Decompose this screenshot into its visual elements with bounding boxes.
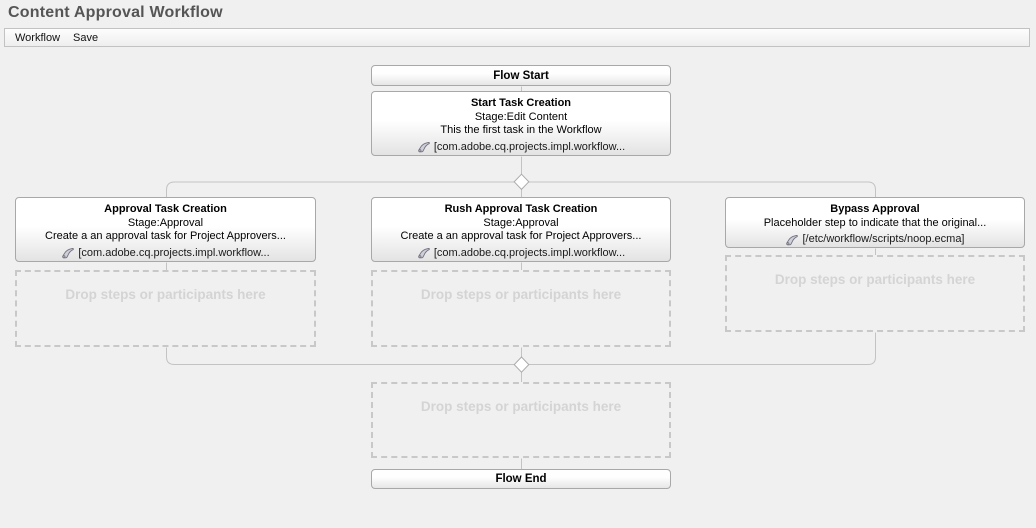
dropzone-branch-approval[interactable]: Drop steps or participants here	[15, 270, 316, 347]
dropzone-label: Drop steps or participants here	[65, 287, 266, 302]
script-scroll-icon	[61, 247, 75, 259]
flow-start-label: Flow Start	[493, 69, 549, 82]
flow-end-label: Flow End	[495, 473, 547, 485]
step-rush-approval-task-creation[interactable]: Rush Approval Task Creation Stage:Approv…	[371, 197, 671, 262]
menu-save[interactable]: Save	[73, 31, 99, 44]
step-description: This the first task in the Workflow	[440, 124, 602, 136]
step-title: Rush Approval Task Creation	[444, 203, 598, 215]
dropzone-branch-rush-approval[interactable]: Drop steps or participants here	[371, 270, 671, 347]
step-start-task-creation[interactable]: Start Task Creation Stage:Edit Content T…	[371, 91, 671, 156]
script-scroll-icon	[417, 247, 430, 259]
step-description: Create a an approval task for Project Ap…	[45, 230, 286, 242]
script-scroll-icon	[417, 141, 430, 153]
step-approval-task-creation[interactable]: Approval Task Creation Stage:Approval Cr…	[15, 197, 316, 262]
step-script-path: [com.adobe.cq.projects.impl.workflow...	[78, 246, 270, 259]
flow-end-node: Flow End	[371, 469, 671, 489]
dropzone-label: Drop steps or participants here	[774, 272, 976, 287]
step-title: Bypass Approval	[830, 203, 920, 215]
page-title: Content Approval Workflow	[8, 4, 223, 21]
step-description: Create a an approval task for Project Ap…	[400, 230, 642, 242]
script-scroll-icon	[785, 234, 799, 246]
step-script-path: [com.adobe.cq.projects.impl.workflow...	[433, 246, 626, 259]
step-stage: Stage:Approval	[127, 216, 204, 229]
step-script-path: [/etc/workflow/scripts/noop.ecma]	[802, 233, 965, 245]
dropzone-label: Drop steps or participants here	[420, 399, 622, 414]
step-description: Placeholder step to indicate that the or…	[763, 216, 987, 229]
flow-start-node: Flow Start	[371, 65, 671, 86]
menu-workflow[interactable]: Workflow	[15, 31, 61, 44]
step-title: Start Task Creation	[470, 97, 572, 109]
step-stage: Stage:Edit Content	[474, 110, 568, 123]
step-stage: Stage:Approval	[483, 216, 559, 229]
toolbar: Workflow Save	[4, 28, 1030, 47]
step-title: Approval Task Creation	[104, 203, 227, 215]
dropzone-branch-bypass[interactable]: Drop steps or participants here	[725, 255, 1025, 332]
dropzone-after-merge[interactable]: Drop steps or participants here	[371, 382, 671, 458]
dropzone-label: Drop steps or participants here	[420, 287, 622, 302]
step-script-path: [com.adobe.cq.projects.impl.workflow...	[433, 140, 626, 153]
step-bypass-approval[interactable]: Bypass Approval Placeholder step to indi…	[725, 197, 1025, 248]
